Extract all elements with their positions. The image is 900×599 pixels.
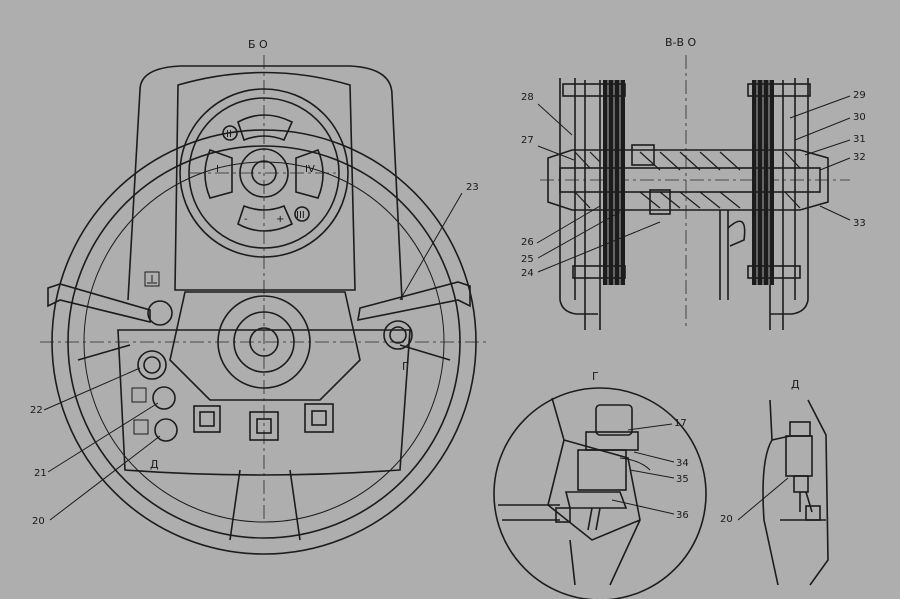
callout-23: 23 (466, 182, 479, 193)
detail-g-view: Г 17 34 35 36 (493, 370, 707, 599)
section-view-title: В-В О (665, 36, 697, 49)
callout-31: 31 (853, 134, 866, 145)
callout-21: 21 (34, 468, 47, 479)
detail-marker-d: Д (150, 458, 159, 471)
detail-d-title: Д (791, 378, 800, 391)
gauge-marker-III: III (296, 210, 305, 221)
gauge-marker-I: I (216, 164, 219, 175)
callout-35: 35 (676, 474, 689, 485)
callout-25: 25 (521, 254, 534, 265)
callout-17: 17 (674, 418, 687, 429)
section-view: В-В О (521, 36, 866, 330)
detail-d-view: Д 20 (720, 378, 829, 586)
callout-30: 30 (853, 112, 866, 123)
callout-22: 22 (30, 405, 43, 416)
lower-console (117, 271, 411, 476)
gauge-marker-plus: + (276, 214, 284, 225)
gauge-marker-II: II (226, 129, 232, 140)
main-view: Б О (30, 38, 490, 555)
main-view-title: Б О (248, 38, 268, 51)
callout-33: 33 (853, 218, 866, 229)
steering-column (169, 291, 361, 401)
callout-32: 32 (853, 152, 866, 163)
callout-29: 29 (853, 90, 866, 101)
callout-26: 26 (521, 237, 534, 248)
callout-34: 34 (676, 458, 689, 469)
callout-28: 28 (521, 92, 534, 103)
gauge-cluster: I II III IV - + (179, 88, 349, 258)
callout-27: 27 (521, 135, 534, 146)
gauge-marker-minus: - (244, 214, 248, 225)
switch-levers (47, 281, 471, 350)
callout-20-detail: 20 (720, 514, 733, 525)
steering-wheel (51, 129, 477, 555)
detail-marker-g: Г (402, 360, 409, 373)
gauge-marker-IV: IV (305, 164, 315, 175)
detail-g-title: Г (592, 370, 599, 383)
instrument-panel-housing (127, 65, 403, 301)
callout-24: 24 (521, 268, 534, 279)
callout-36: 36 (676, 510, 689, 521)
callout-20: 20 (32, 516, 45, 527)
